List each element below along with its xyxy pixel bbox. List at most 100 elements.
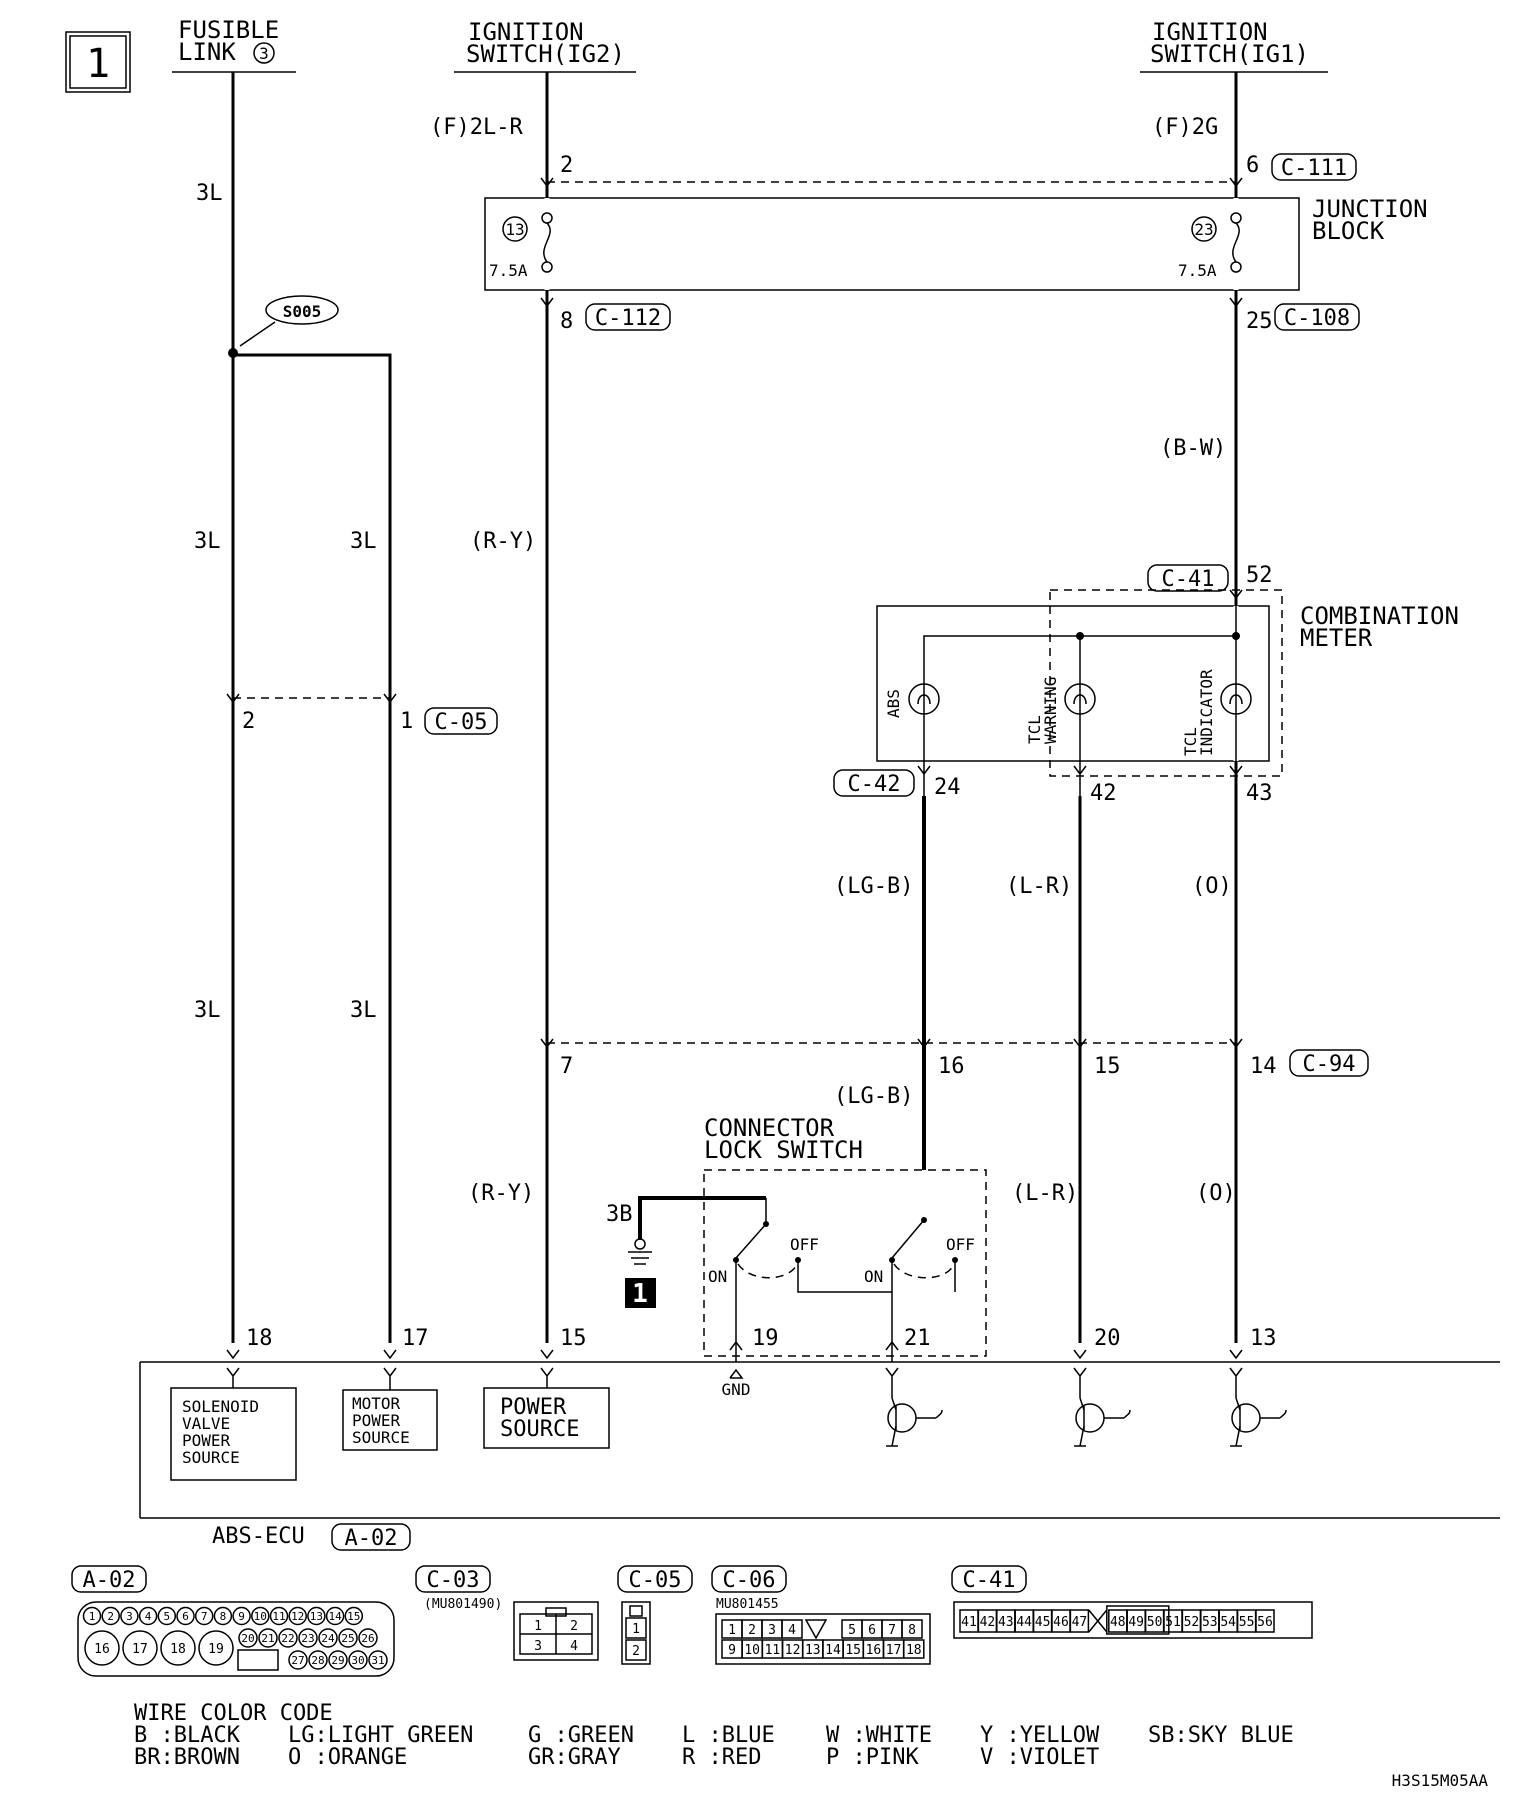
wire-color-entry: O :ORANGE <box>288 1745 407 1770</box>
legend-a02-pin-label: 18 <box>170 1642 186 1657</box>
ig2-label-1: IGNITION <box>468 18 584 46</box>
ecu-pin-21: 21 <box>904 1326 931 1351</box>
meter-pin-24: 24 <box>934 775 961 800</box>
tcl-warning-lamp-label-2: WARNING <box>1041 677 1060 744</box>
legend-c41-lock <box>1106 1605 1170 1635</box>
legend-a02-pin-label: 8 <box>220 1610 227 1623</box>
tcl-warning-lamp-label-1: TCL <box>1025 715 1044 744</box>
ecu-block-solenoid-l1: SOLENOID <box>182 1397 259 1416</box>
legend-a02-pin <box>101 1606 120 1626</box>
legend-a02-pin <box>269 1606 289 1626</box>
wire-label-3l-low: 3L <box>194 998 221 1023</box>
fuse-13-rating: 7.5A <box>489 261 528 280</box>
ecu-name: ABS-ECU <box>212 1524 305 1549</box>
wire-label-l-r-low: (L-R) <box>1012 1181 1078 1206</box>
ecu-pin-20: 20 <box>1094 1326 1121 1351</box>
wire-color-entry: Y :YELLOW <box>980 1723 1100 1748</box>
fusible-link-number: 3 <box>259 44 269 63</box>
lock-switch-off-right: OFF <box>946 1235 975 1254</box>
c112-tag-box <box>585 303 671 331</box>
wire-3b-ground <box>638 1196 704 1240</box>
c111-tag-box <box>1271 153 1357 181</box>
legend-c41-pin-label: 54 <box>1220 1615 1236 1630</box>
legend-a02-pin <box>84 1630 120 1666</box>
lock-switch-off-left: OFF <box>790 1235 819 1254</box>
ground-ref: 1 <box>632 1279 648 1309</box>
legend-c06-pin-label: 16 <box>866 1643 882 1658</box>
legend-c41-pin-label: 44 <box>1016 1615 1032 1630</box>
legend-a02-pin <box>138 1606 158 1626</box>
jb-pin-6: 6 <box>1246 153 1259 178</box>
legend-a02-tag: A-02 <box>83 1568 136 1593</box>
junction-block-label-2: BLOCK <box>1312 217 1385 245</box>
wire-color-entry: LG:LIGHT GREEN <box>288 1723 473 1748</box>
legend-a02-pin <box>120 1606 139 1626</box>
ecu-block-power-l1: POWER <box>500 1395 567 1420</box>
legend-c41-pin-label: 52 <box>1184 1615 1200 1630</box>
ecu-pin-19: 19 <box>752 1326 779 1351</box>
legend-a02-pin-label: 21 <box>261 1632 274 1645</box>
c42-tag: C-42 <box>848 772 901 797</box>
legend-c41-pin-label: 45 <box>1035 1615 1051 1630</box>
legend-a02-pin-label: 26 <box>361 1632 374 1645</box>
legend-a02-pin <box>298 1628 318 1648</box>
fusible-link-label-1: FUSIBLE <box>178 16 279 44</box>
legend-a02-pin <box>176 1606 195 1626</box>
wire-color-entry: V :VIOLET <box>980 1745 1099 1770</box>
legend-c05-body <box>621 1601 651 1665</box>
legend-c06-pin <box>781 1619 803 1639</box>
legend-c06-pin-label: 10 <box>744 1643 760 1658</box>
legend-a02-pin <box>338 1628 358 1648</box>
legend-a02-pin-label: 29 <box>331 1654 344 1667</box>
legend-a02-pin <box>258 1628 278 1648</box>
wire-color-title: WIRE COLOR CODE <box>134 1701 333 1726</box>
legend-a02-pin <box>232 1606 251 1626</box>
legend-c03-part: (MU801490) <box>424 1597 502 1612</box>
wire-label-ig1-mid: (B-W) <box>1160 436 1226 461</box>
ig2-label-2: SWITCH(IG2) <box>466 40 625 68</box>
fuse-13-label: 13 <box>505 220 524 239</box>
c05-tag: C-05 <box>435 710 488 735</box>
legend-c06-pin-label: 14 <box>825 1643 841 1658</box>
legend-c41-pin-label: 43 <box>998 1615 1014 1630</box>
legend-c41-pin-label: 53 <box>1202 1615 1218 1630</box>
legend-a02-body <box>77 1601 395 1677</box>
legend-c41-pin <box>1255 1609 1275 1633</box>
c94-pin-16: 16 <box>938 1054 965 1079</box>
legend-c41-pin-label: 50 <box>1147 1615 1163 1630</box>
fuse-23-label: 23 <box>1194 220 1213 239</box>
legend-a02-pin-label: 15 <box>347 1610 360 1623</box>
jb-pin-8: 8 <box>560 309 573 334</box>
legend-a02-pin-label: 3 <box>126 1610 133 1623</box>
legend-c41-body <box>953 1601 1313 1639</box>
legend-a02-pin <box>122 1630 158 1666</box>
wire-label-3l-branch: 3L <box>350 529 377 554</box>
ecu-block-solenoid <box>170 1387 297 1481</box>
legend-a02-pin <box>288 1606 307 1626</box>
ecu-pin-17: 17 <box>402 1326 429 1351</box>
c41-tag-box <box>1147 564 1229 592</box>
combination-meter-label-2: METER <box>1300 624 1373 652</box>
legend-c06-pin-label: 17 <box>886 1643 902 1658</box>
legend-c06-pin-label: 8 <box>908 1623 916 1638</box>
c05-pin-1: 1 <box>400 709 413 734</box>
legend-a02-pin <box>157 1606 177 1626</box>
legend-a02-pin-label: 9 <box>238 1610 245 1623</box>
wire-color-entry: R :RED <box>682 1745 761 1770</box>
wire-color-entry: P :PINK <box>826 1745 919 1770</box>
legend-a02-pin <box>82 1606 102 1626</box>
fuse-23 <box>1191 212 1242 273</box>
tcl-warning-lamp-icon <box>1064 683 1096 715</box>
legend-c06-body <box>715 1613 931 1665</box>
legend-c06-pin-label: 12 <box>785 1643 801 1658</box>
legend-c06-pin-label: 13 <box>805 1643 821 1658</box>
legend-c06-part: MU801455 <box>716 1597 779 1612</box>
abs-lamp-label: ABS <box>884 689 903 718</box>
legend-c03-pin-1: 1 <box>534 1619 542 1634</box>
ecu-conn-tag: A-02 <box>345 1526 398 1551</box>
legend-a02-pin-label: 20 <box>241 1632 254 1645</box>
